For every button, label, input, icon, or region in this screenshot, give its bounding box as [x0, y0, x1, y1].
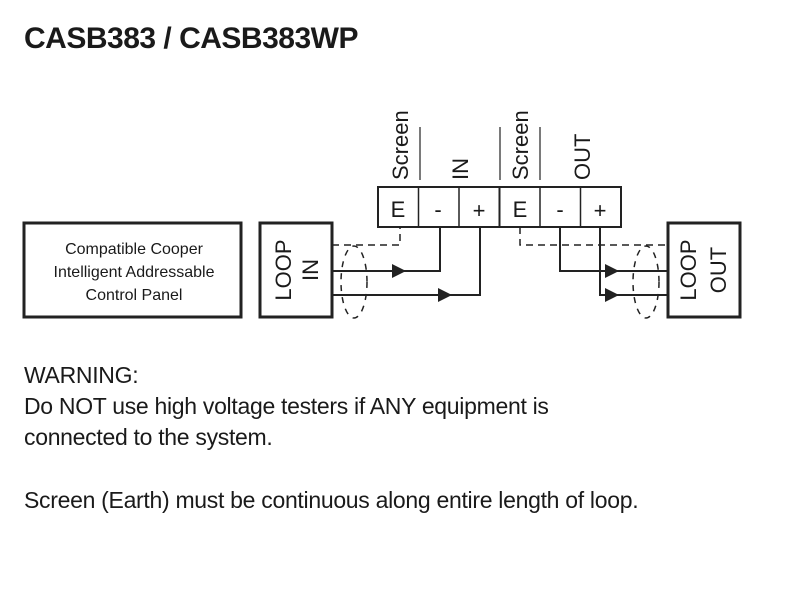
label-in: IN: [448, 158, 473, 180]
warning-line-1: Do NOT use high voltage testers if ANY e…: [24, 393, 549, 419]
loop-out-label-2: OUT: [706, 247, 731, 293]
arrow-icon: [438, 288, 452, 302]
control-panel-box: Compatible Cooper Intelligent Addressabl…: [22, 221, 243, 319]
loop-in-box: LOOP IN: [258, 221, 334, 319]
terminal-in-negative: -: [434, 197, 441, 222]
loop-in-wiring: [332, 227, 481, 319]
positive-in-wire: [332, 227, 481, 296]
screen-in-wire: [332, 227, 401, 246]
label-out: OUT: [570, 134, 595, 180]
terminal-out-earth: E: [513, 197, 528, 222]
label-screen-out: Screen: [508, 110, 533, 180]
loop-in-label-2: IN: [298, 259, 323, 281]
loop-out-label-1: LOOP: [676, 239, 701, 300]
loop-in-label-1: LOOP: [271, 239, 296, 300]
loop-out-box: LOOP OUT: [666, 221, 742, 319]
screen-continuity-note: Screen (Earth) must be continuous along …: [24, 487, 639, 513]
terminal-block: E - + E - +: [377, 186, 622, 228]
negative-in-wire: [332, 227, 441, 272]
arrow-icon: [605, 288, 619, 302]
terminal-out-positive: +: [594, 198, 607, 223]
cable-screen-icon: [340, 245, 368, 319]
negative-out-wire: [559, 227, 668, 272]
screen-out-wire: [519, 227, 668, 246]
terminal-in-positive: +: [473, 198, 486, 223]
warning-heading: WARNING:: [24, 362, 139, 388]
panel-line-3: Control Panel: [86, 287, 183, 304]
positive-out-wire: [599, 227, 668, 296]
arrow-icon: [392, 264, 406, 278]
page-title: CASB383 / CASB383WP: [24, 22, 358, 55]
panel-line-1: Compatible Cooper: [65, 241, 204, 258]
terminal-in-earth: E: [391, 197, 406, 222]
arrow-icon: [605, 264, 619, 278]
loop-out-wiring: [519, 227, 668, 319]
terminal-out-negative: -: [556, 197, 563, 222]
label-screen-in: Screen: [388, 110, 413, 180]
panel-line-2: Intelligent Addressable: [54, 264, 215, 281]
cable-screen-icon: [632, 245, 660, 319]
warning-line-2: connected to the system.: [24, 424, 273, 450]
